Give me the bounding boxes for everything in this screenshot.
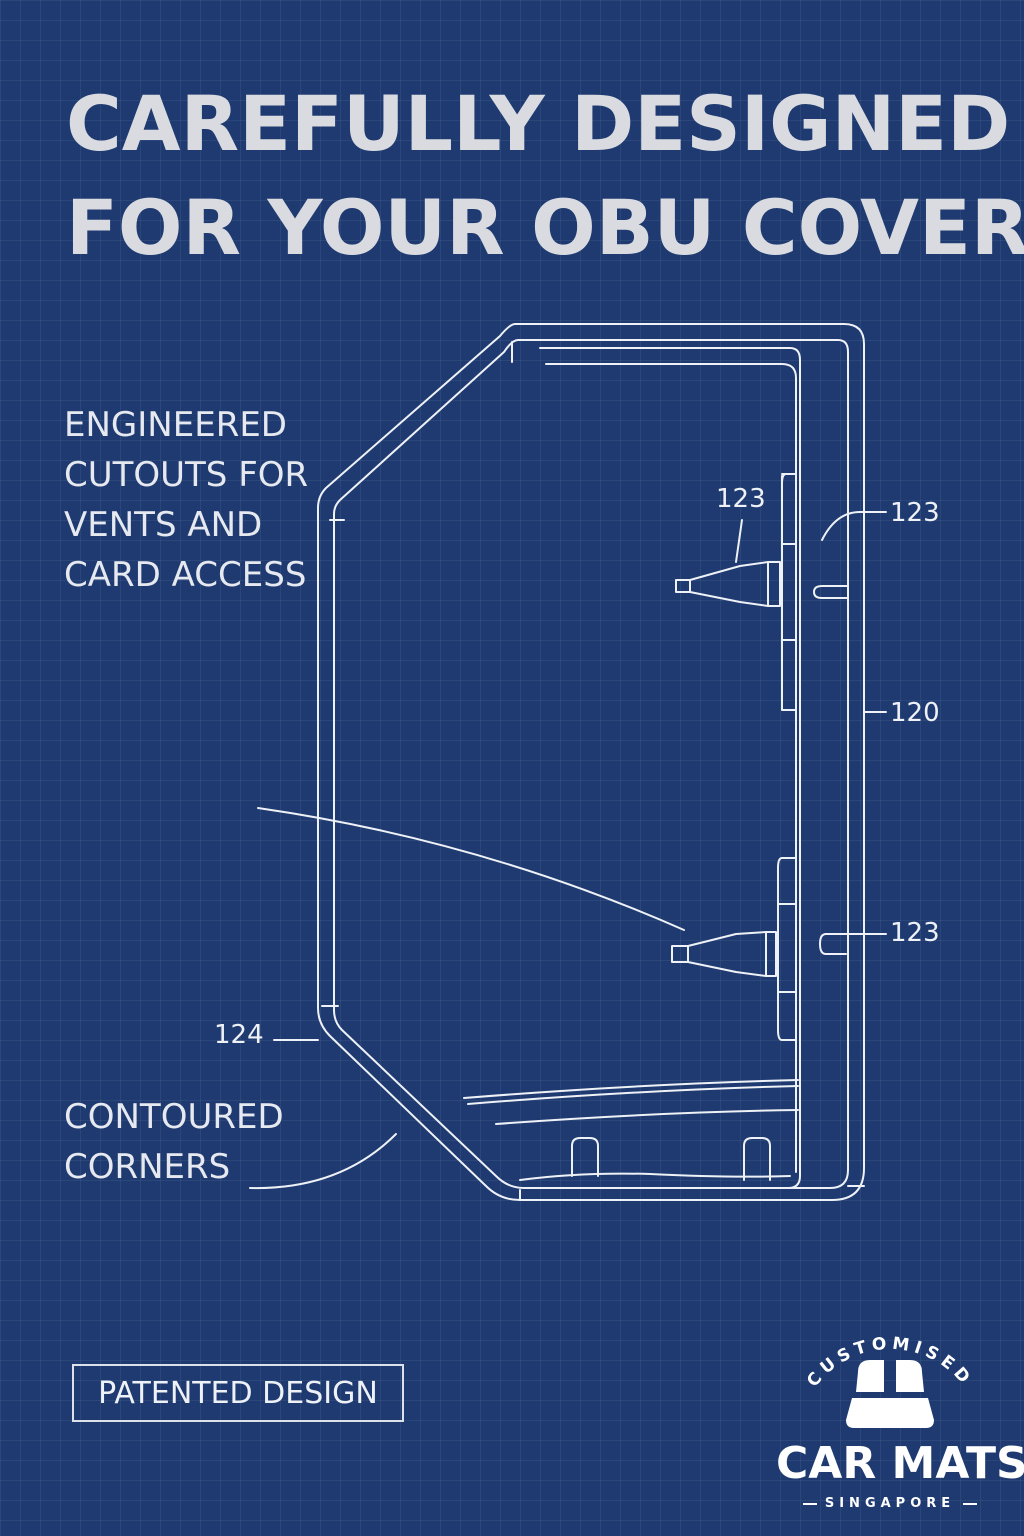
- upper-knob: [675, 561, 781, 607]
- bottom-wave: [519, 1172, 791, 1181]
- logo-emblem-icon: CUSTOMISED: [803, 1334, 977, 1428]
- reference-label-123-lower: 123: [890, 918, 940, 948]
- leader-corners: [249, 1133, 397, 1190]
- leader-ref-a: [735, 519, 743, 563]
- callout-cutouts-line-4: CARD ACCESS: [64, 555, 307, 595]
- leader-cutouts: [257, 807, 685, 931]
- bottom-rib-3: [467, 1085, 799, 1105]
- upper-knob-detail: [689, 561, 769, 607]
- bottom-tab-right: [743, 1137, 771, 1181]
- upper-cutout-panel: [781, 473, 797, 711]
- page-title: CAREFULLY DESIGNED FOR YOUR OBU COVER: [66, 72, 1024, 280]
- callout-corners-line-1: CONTOURED: [64, 1097, 284, 1137]
- callout-corners-line-2: CORNERS: [64, 1147, 231, 1187]
- lower-knob: [671, 931, 777, 977]
- lower-cutout-panel: [777, 857, 797, 1041]
- lower-cutout-lines: [777, 903, 797, 993]
- svg-text:CUSTOMISED: CUSTOMISED: [803, 1334, 977, 1391]
- upper-slot: [813, 585, 849, 599]
- frame-inner-1: [333, 339, 849, 1189]
- upper-cutout-lines: [781, 475, 797, 709]
- reference-label-123-top: 123: [716, 484, 766, 514]
- frame-inner-3: [545, 363, 797, 1173]
- outer-frame: [317, 323, 865, 1201]
- leader-ref-b: [821, 511, 887, 541]
- reference-label-124: 124: [214, 1020, 264, 1050]
- bottom-rib-1: [463, 1079, 799, 1099]
- lower-slot: [819, 933, 847, 955]
- logo-sub-text: SINGAPORE: [770, 1496, 1010, 1511]
- callout-cutouts-line-2: CUTOUTS FOR: [64, 455, 309, 495]
- title-line-2: FOR YOUR OBU COVER: [66, 183, 1024, 272]
- brand-logo: CUSTOMISED CAR MATS SINGAPORE: [770, 1310, 1024, 1530]
- bottom-tab-left: [571, 1137, 599, 1177]
- logo-arc-text: CUSTOMISED: [803, 1334, 972, 1391]
- frame-inner-2: [539, 347, 801, 1189]
- title-line-1: CAREFULLY DESIGNED: [66, 79, 1011, 168]
- callout-cutouts-line-1: ENGINEERED: [64, 405, 287, 445]
- lower-knob-detail: [687, 931, 767, 977]
- car-mat-emblem-icon: [846, 1360, 934, 1428]
- logo-main-text: CAR MATS: [776, 1438, 1024, 1489]
- callout-cutouts: ENGINEERED CUTOUTS FOR VENTS AND CARD AC…: [64, 400, 308, 600]
- bottom-rib-2: [495, 1109, 799, 1125]
- callout-corners: CONTOURED CORNERS: [64, 1092, 284, 1192]
- patented-design-badge: PATENTED DESIGN: [72, 1364, 404, 1422]
- reference-label-123-right: 123: [890, 498, 940, 528]
- reference-label-120: 120: [890, 698, 940, 728]
- callout-cutouts-line-3: VENTS AND: [64, 505, 263, 545]
